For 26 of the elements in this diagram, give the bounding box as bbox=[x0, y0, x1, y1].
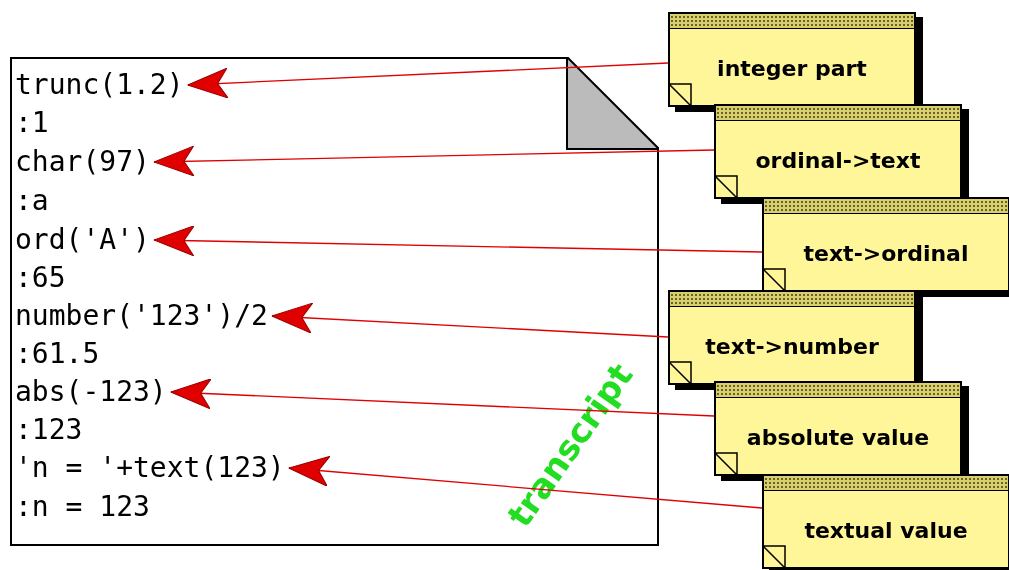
code-line: :61.5 bbox=[15, 337, 100, 371]
leader-arrow bbox=[170, 378, 715, 417]
code-line: :1 bbox=[15, 106, 49, 140]
sticky-note bbox=[762, 474, 1009, 569]
leader-arrow bbox=[186, 62, 669, 99]
note-text: absolute value bbox=[745, 425, 931, 450]
code-line: trunc(1.2) bbox=[15, 68, 184, 102]
leader-arrow bbox=[288, 455, 763, 509]
code-line: ord('A') bbox=[15, 223, 150, 257]
note-text: ordinal->text bbox=[754, 148, 922, 173]
code-line: char(97) bbox=[15, 145, 150, 179]
document-page bbox=[10, 57, 659, 546]
code-line: number('123')/2 bbox=[15, 299, 268, 333]
code-line: :65 bbox=[15, 261, 66, 295]
code-line: abs(-123) bbox=[15, 375, 167, 409]
note-text: text->number bbox=[704, 334, 880, 359]
leader-arrow bbox=[153, 225, 763, 257]
code-line: :123 bbox=[15, 413, 83, 447]
leader-arrow bbox=[153, 145, 715, 177]
note-text: textual value bbox=[803, 518, 969, 543]
leader-arrow bbox=[271, 302, 669, 338]
code-line: :a bbox=[15, 184, 49, 218]
code-line: :n = 123 bbox=[15, 490, 150, 524]
note-text: text->ordinal bbox=[802, 241, 970, 266]
code-line: 'n = '+text(123) bbox=[15, 451, 285, 485]
note-text: integer part bbox=[716, 56, 868, 81]
